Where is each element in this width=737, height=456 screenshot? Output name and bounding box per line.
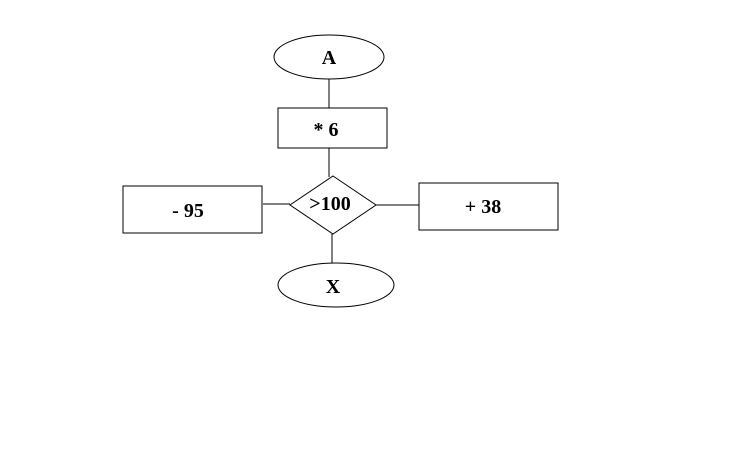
decision-node: >100	[289, 175, 377, 235]
right-box	[418, 182, 559, 231]
start-node: A	[273, 34, 385, 80]
decision-label: >100	[309, 193, 350, 215]
right-box-node: + 38	[418, 182, 559, 231]
end-label: X	[326, 276, 341, 298]
multiply-box	[277, 107, 388, 149]
left-box-node: - 95	[122, 185, 263, 234]
end-ellipse	[277, 262, 395, 308]
multiply-label: * 6	[314, 119, 339, 141]
left-box-label: - 95	[172, 200, 204, 222]
left-box	[122, 185, 263, 234]
decision-diamond	[289, 175, 377, 235]
right-box-label: + 38	[465, 196, 501, 218]
start-label: A	[322, 47, 337, 69]
multiply-node: * 6	[277, 107, 388, 149]
start-ellipse	[273, 34, 385, 80]
end-node: X	[277, 262, 395, 308]
